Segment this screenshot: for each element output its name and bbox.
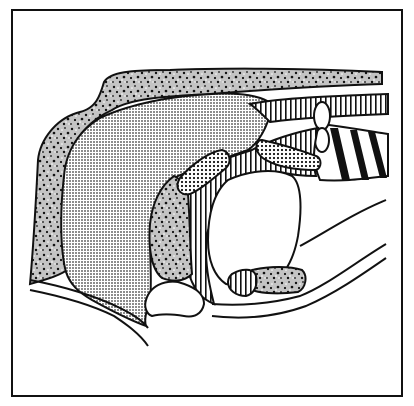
tube-ring-upper bbox=[314, 102, 330, 130]
lump-hatch bbox=[228, 270, 257, 296]
